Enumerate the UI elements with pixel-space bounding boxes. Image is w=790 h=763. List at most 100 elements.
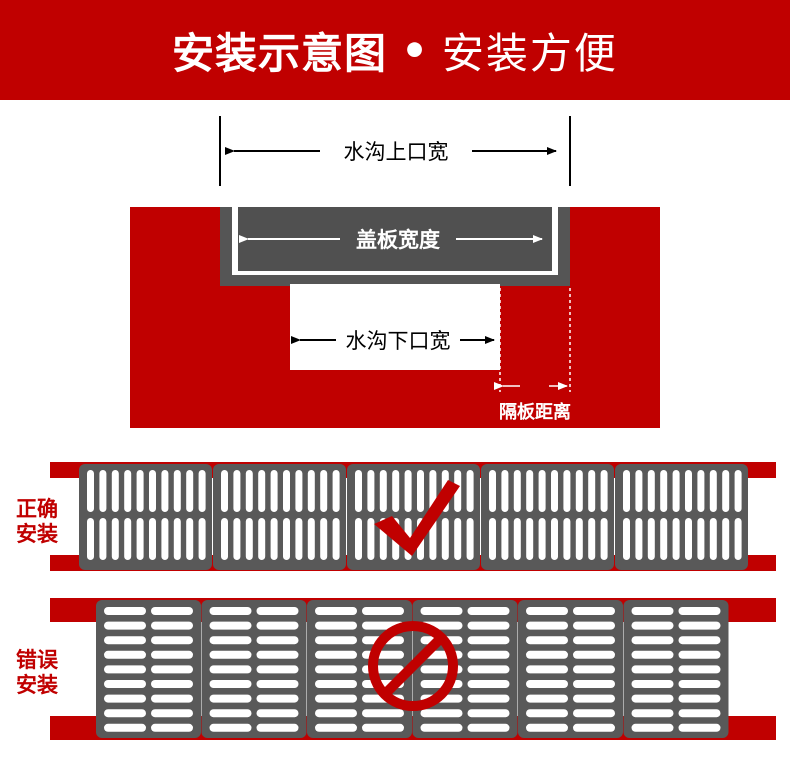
grate-slot	[526, 607, 568, 615]
grate-slot	[307, 470, 315, 512]
grate-slot	[151, 694, 193, 703]
grate-slot	[631, 636, 674, 645]
grate-slot	[283, 518, 290, 560]
grate-slot	[245, 470, 253, 512]
grate-slot	[104, 650, 146, 659]
grate-slot	[104, 709, 146, 718]
grate-slot	[362, 607, 404, 615]
grate-slot	[209, 723, 252, 732]
grate-slot	[367, 518, 375, 560]
grate-slot	[526, 621, 568, 630]
wrong-install-label: 错误 安装	[16, 648, 66, 698]
grate-slot	[283, 470, 290, 512]
grate-slot	[295, 518, 303, 560]
grate-slot	[367, 470, 375, 512]
grate-slot	[161, 518, 169, 560]
grate-slot	[151, 636, 193, 645]
grate-slot	[573, 723, 615, 732]
grate-slot	[136, 518, 144, 560]
grate-slot	[256, 665, 299, 674]
header-banner: 安装示意图 • 安装方便	[0, 0, 790, 100]
grate-slot	[256, 694, 299, 703]
grate-slot	[256, 680, 299, 688]
grate-slot	[404, 470, 412, 512]
grate-panel	[518, 600, 623, 738]
page-subtitle: 安装方便	[441, 28, 618, 78]
grate-panel	[623, 600, 729, 738]
grate-slot	[258, 470, 266, 512]
grate-slot	[315, 723, 357, 732]
grate-slot	[173, 518, 181, 560]
grate-slot	[678, 723, 721, 732]
prohibited-icon	[368, 621, 458, 711]
grate-panel	[201, 600, 307, 738]
grate-slot	[332, 470, 340, 512]
grate-slot	[256, 607, 299, 615]
grate-slot	[467, 709, 510, 718]
grate-slot	[355, 518, 362, 560]
grate-slot	[551, 470, 558, 512]
grate-slot	[417, 470, 424, 512]
grate-slot	[678, 650, 721, 659]
grate-slot	[99, 470, 107, 512]
grate-slot	[501, 518, 509, 560]
grate-slot	[104, 636, 146, 645]
grate-slot	[256, 621, 299, 630]
grate-slot	[526, 470, 534, 512]
grate-slot	[685, 518, 692, 560]
grate-slot	[245, 518, 253, 560]
grate-slot	[526, 636, 568, 645]
grate-slot	[454, 518, 462, 560]
grate-slot	[467, 694, 510, 703]
trench-cross-section: 水沟上口宽 盖板宽度 水沟下口宽 隔板距离	[130, 116, 660, 428]
grate-slot	[709, 518, 717, 560]
grate-slot	[151, 680, 193, 688]
grate-slot	[124, 470, 132, 512]
grate-slot	[526, 709, 568, 718]
grate-slot	[573, 694, 615, 703]
grate-slot	[588, 518, 596, 560]
grate-slot	[685, 470, 692, 512]
grate-slot	[209, 680, 252, 688]
grate-slot	[315, 665, 357, 674]
grate-slot	[209, 650, 252, 659]
grate-slot	[307, 518, 315, 560]
grate-slot	[332, 518, 340, 560]
grate-slot	[467, 636, 510, 645]
grate-slot	[104, 665, 146, 674]
grate-slot	[111, 470, 119, 512]
grate-slot	[198, 470, 206, 512]
grate-slot	[467, 621, 510, 630]
grate-slot	[678, 636, 721, 645]
grate-slot	[467, 723, 510, 732]
grate-slot	[647, 470, 655, 512]
grate-slot	[575, 518, 583, 560]
grate-slot	[573, 709, 615, 718]
grate-slot	[429, 518, 437, 560]
grate-slot	[722, 518, 730, 560]
grate-slot	[631, 607, 674, 615]
grate-slot	[631, 694, 674, 703]
grate-slot	[362, 650, 404, 659]
grate-slot	[631, 680, 674, 688]
grate-slot	[697, 470, 705, 512]
grate-slot	[734, 518, 742, 560]
grate-slot	[198, 518, 206, 560]
grate-slot	[513, 518, 521, 560]
grate-slot	[104, 723, 146, 732]
grate-slot	[526, 723, 568, 732]
grate-slot	[221, 518, 228, 560]
correct-installation	[50, 462, 776, 571]
grate-slot	[573, 680, 615, 688]
grate-slot	[151, 709, 193, 718]
grate-slot	[315, 607, 357, 615]
grate-slot	[631, 709, 674, 718]
grate-slot	[466, 470, 474, 512]
grate-slot	[709, 470, 717, 512]
grate-slot	[489, 518, 496, 560]
grate-slot	[573, 607, 615, 615]
grate-slot	[270, 470, 278, 512]
grate-slot	[173, 470, 181, 512]
grate-slot	[161, 470, 169, 512]
grate-panel	[96, 600, 201, 738]
